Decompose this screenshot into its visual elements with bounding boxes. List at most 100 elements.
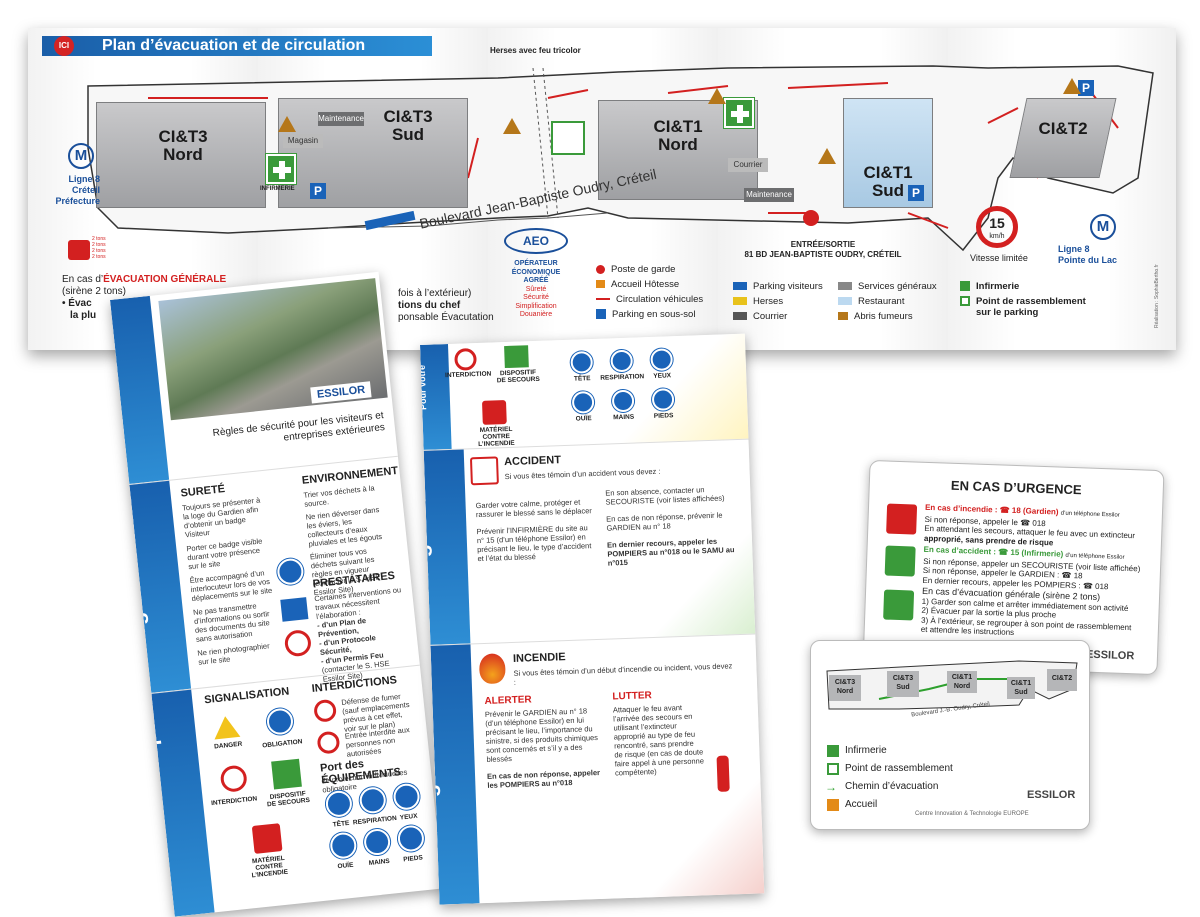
legend-visitor-parking: Parking visiteurs: [733, 281, 823, 292]
fire-left: Prévenir le GARDIEN au n° 18 (d’un télép…: [484, 706, 601, 790]
infirmerie-icon: [827, 745, 839, 757]
forbidden-sign-icon: [454, 348, 477, 371]
building-cit2: [1009, 98, 1117, 178]
legend-vehicle-traffic: Circulation véhicules: [596, 294, 703, 305]
assembly-point-icon: [553, 123, 583, 153]
parking-icon: P: [310, 183, 326, 199]
map-card-footer: Centre Innovation & Technologie EUROPE: [915, 811, 1029, 817]
legend-infirmerie: Infirmerie: [960, 281, 1019, 292]
evacuation-map-brochure: Plan d’évacuation et de circulation ICI …: [28, 28, 1176, 350]
mask-icon: [358, 785, 388, 815]
epi-label-feet: PIEDS: [403, 854, 424, 864]
goggles-icon: [650, 348, 674, 371]
legend-infirmerie: Infirmerie: [845, 745, 887, 756]
fire-instructions: En cas d’incendie : ☎ 18 (Gardien) d’un …: [923, 502, 1136, 547]
extinguisher-sign-icon: [481, 400, 507, 425]
obligation-sign-icon: [265, 707, 295, 736]
fire-right: Attaquer le feu avant l’arrivée des seco…: [612, 703, 705, 778]
welcome-booklet: Livret d’accueil ESSILOR Règles de sécur…: [110, 271, 444, 917]
legend-assembly: Point de rassemblement: [845, 763, 953, 774]
infirmerie-label: INFIRMERIE: [260, 186, 295, 192]
extinguisher-sign-icon: [251, 823, 283, 854]
gloves-icon: [362, 827, 392, 857]
legend-general-services: Services généraux: [838, 281, 937, 292]
building-label-cit1-nord: CI&T1 Nord: [653, 117, 703, 154]
parking-icon: P: [908, 185, 924, 201]
no-photo-icon: [283, 628, 313, 658]
legend-reception: Accueil Hôtesse: [596, 279, 679, 290]
fire-icon: [478, 653, 506, 685]
smoking-shelter-icon: [278, 116, 296, 132]
briefcase-icon: [280, 597, 309, 622]
mini-building: CI&T1 Sud: [1007, 677, 1035, 699]
surete-list: Toujours se présenter à la loge du Gardi…: [181, 495, 273, 667]
danger-label: DANGER: [213, 740, 243, 751]
respect-title: Respectez: [151, 689, 167, 788]
lutter-heading: LUTTER: [612, 690, 653, 703]
legend-reception: Accueil: [845, 799, 878, 810]
room-magasin: Magasin: [283, 134, 323, 148]
boots-icon: [651, 388, 675, 411]
booklet2-top: Pour votre INTERDICTION DISPOSITIF DE SE…: [420, 333, 749, 450]
aeo-logo: AEO: [504, 228, 568, 254]
building-label-cit3-sud: CI&T3 Sud: [383, 107, 433, 144]
interdictions-title: INTERDICTIONS: [311, 674, 398, 696]
urgence-sub: En cas d’: [423, 587, 432, 626]
smoking-shelter-icon: [818, 148, 836, 164]
legend-guard-post: Poste de garde: [596, 264, 675, 275]
aeo-text: OPÉRATEUR ÉCONOMIQUE AGRÉÉ Sûreté Sécuri…: [511, 260, 561, 318]
epi-eyes: YEUX: [653, 372, 672, 380]
assembly-point-icon: [827, 763, 839, 775]
first-aid-sign-icon: [271, 758, 302, 790]
map-title: Plan d’évacuation et de circulation: [42, 36, 432, 56]
legend-courrier: Courrier: [733, 311, 787, 322]
danger-sign-icon: [212, 714, 241, 740]
building-cit3-nord: [96, 102, 266, 208]
environnement-title: ENVIRONNEMENT: [301, 464, 399, 487]
boots-icon: [396, 824, 426, 853]
evacuation-instructions: En cas d’évacuation générale (sirène 2 t…: [920, 585, 1132, 638]
alerter-heading: ALERTER: [484, 694, 532, 707]
top-band-text: Pour votre: [420, 364, 429, 411]
fire-equipment-label: MATÉRIEL CONTRE L’INCENDIE: [251, 854, 289, 880]
urgence-band: En cas d’ Urgence: [423, 449, 471, 645]
siren-icon: [68, 240, 90, 260]
ear-protection-icon: [571, 390, 595, 414]
room-maintenance: Maintenance: [318, 112, 364, 126]
urgence-title: Urgence: [423, 493, 434, 583]
building-label-cit1-sud: CI&T1 Sud: [863, 163, 913, 200]
gloves-icon: [611, 389, 635, 413]
accident-right: En son absence, contacter un SECOURISTE …: [605, 485, 735, 568]
first-aid-sign-icon: [504, 345, 529, 369]
respect-sub: Pour votre sécurité: [153, 791, 172, 868]
essilor-logo: ESSILOR: [1027, 789, 1076, 801]
smoking-shelter-icon: [1063, 78, 1081, 94]
guard-post-icon: [803, 210, 819, 226]
herses-label: Herses avec feu tricolor: [490, 46, 581, 55]
interdiction-label: INTERDICTION: [210, 795, 258, 808]
smoking-shelter-icon: [708, 88, 726, 104]
secours-label: DISPOSITIF DE SECOURS: [266, 790, 311, 809]
reception-icon: [827, 799, 839, 811]
secours-label: DISPOSITIF DE SECOURS: [496, 368, 540, 385]
legend-underground-parking: Parking en sous-sol: [596, 309, 695, 320]
surete-title: SURETÉ: [180, 483, 226, 500]
urgence-band: En cas d’Urgence: [430, 644, 480, 905]
credit-label: Réalisation : SophieBertho.fr: [1154, 264, 1160, 328]
fire-equipment-label: MATÉRIEL CONTRE L’INCENDIE: [478, 425, 515, 449]
section-fire: En cas d’Urgence INCENDIE Si vous êtes t…: [430, 633, 765, 905]
respect-band: Pour votre sécurité Respectez: [151, 689, 215, 917]
extinguisher-icon: [716, 755, 730, 792]
fire-title: INCENDIE: [512, 651, 566, 665]
smoking-shelter-icon: [503, 118, 521, 134]
mini-building: CI&T3 Nord: [829, 675, 861, 701]
helmet-icon: [324, 789, 354, 819]
accident-title: ACCIDENT: [503, 454, 562, 469]
ear-protection-icon: [329, 831, 358, 860]
